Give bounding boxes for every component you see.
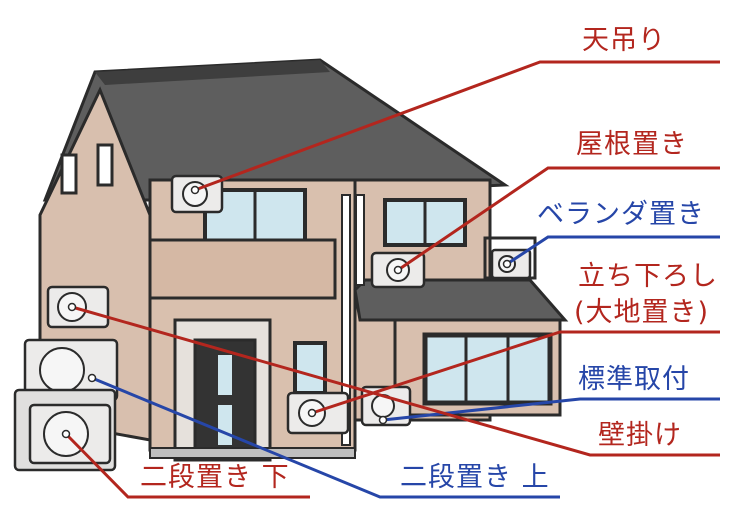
drain-pipe-2 [355, 194, 365, 286]
callout-line-standard-mount [382, 397, 720, 422]
callout-line-roof-mount [397, 166, 720, 272]
foundation [149, 447, 356, 459]
callout-line-wall-mount [71, 305, 720, 457]
callout-line-ceiling-hung [194, 60, 720, 192]
roof-ridge-shade [95, 60, 330, 85]
gable-window-1 [60, 153, 78, 195]
small-window [293, 341, 327, 395]
drain-pipe-1 [341, 194, 351, 446]
callout-line-two-tier-upper [91, 376, 560, 499]
ac-standing-ground [286, 391, 350, 435]
ac-two-tier-upper [23, 338, 119, 402]
gable-window-2 [96, 143, 114, 187]
label-two-tier-upper: 二段置き 上 [400, 462, 550, 493]
label-veranda-mount: ベランダ置き [537, 199, 705, 230]
label-two-tier-lower: 二段置き 下 [140, 462, 290, 493]
label-roof-mount: 屋根置き [576, 129, 688, 160]
label-standing-ground-sub: (大地置き) [574, 297, 710, 328]
ac-wall-mount [46, 285, 110, 329]
balcony [148, 238, 337, 300]
ac-two-tier-lower [13, 388, 117, 472]
callout-line-veranda [506, 235, 720, 266]
label-wall-mount: 壁掛け [598, 420, 682, 451]
callout-line-two-tier-lower [64, 432, 310, 499]
callout-line-standing-ground [311, 330, 720, 415]
label-ceiling-hung: 天吊り [582, 25, 666, 56]
label-standing-ground: 立ち下ろし [578, 261, 718, 292]
label-standard-mount: 標準取付 [578, 364, 690, 395]
